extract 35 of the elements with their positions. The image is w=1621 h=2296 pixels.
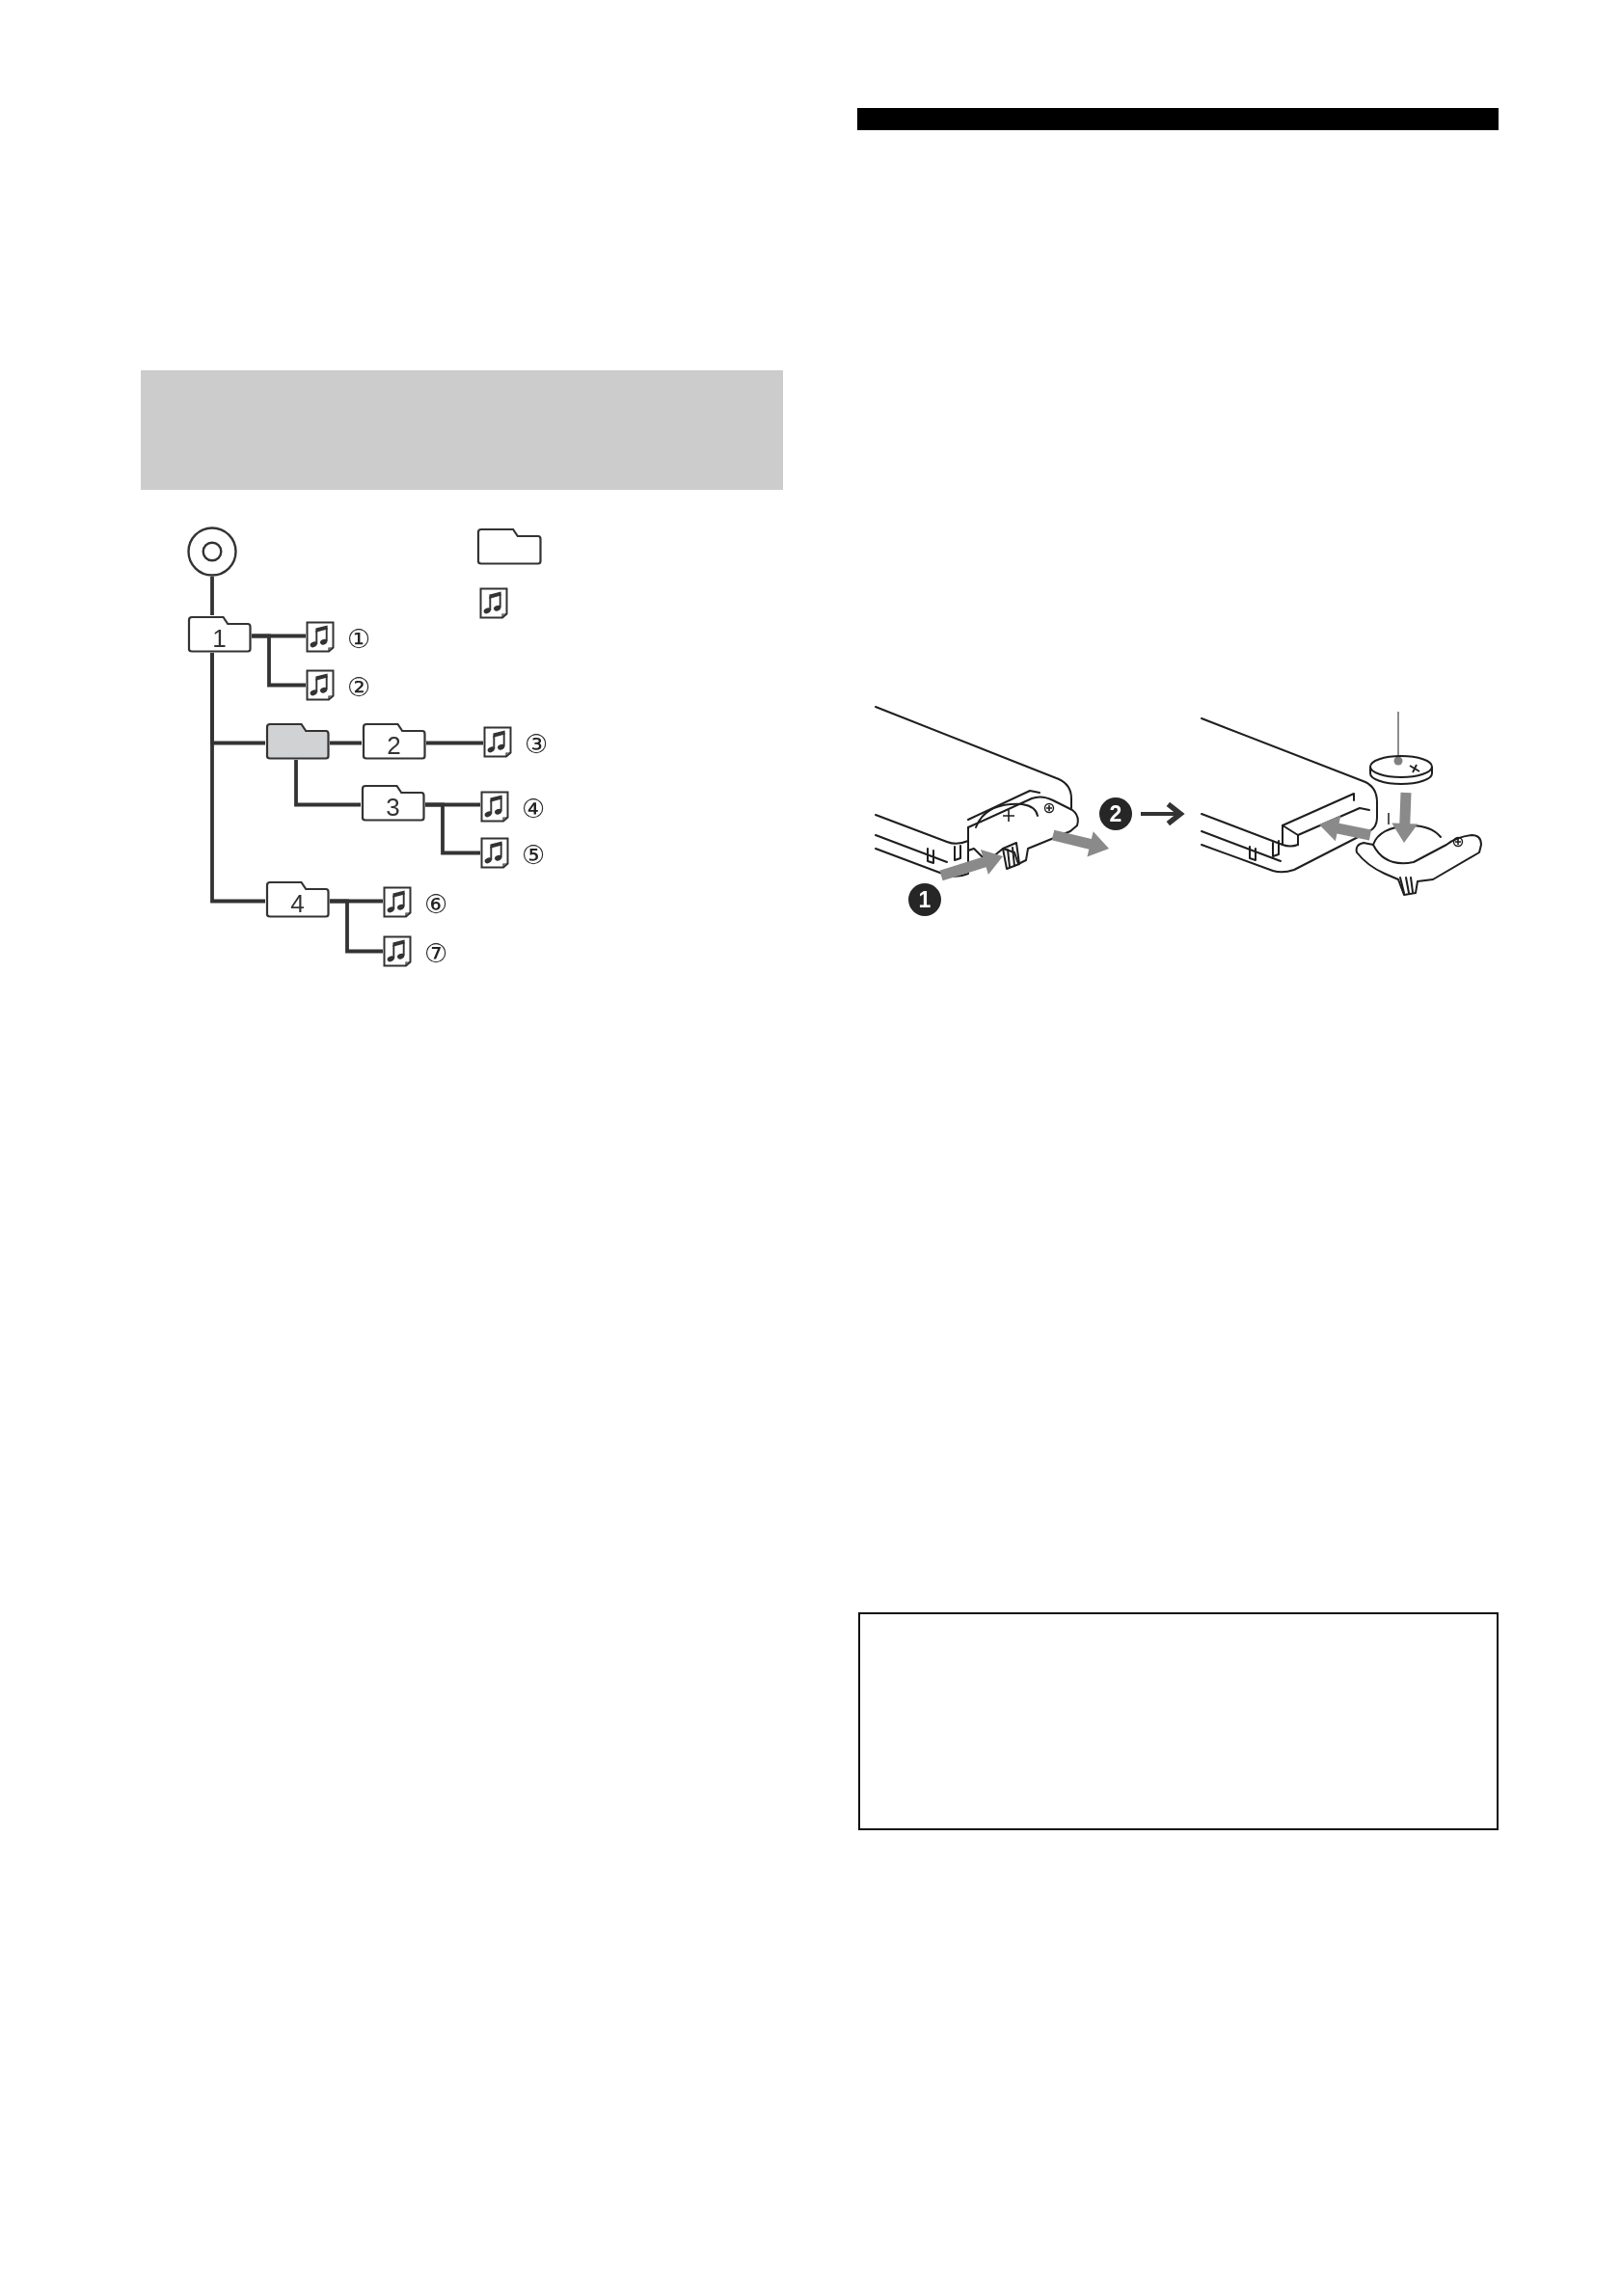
connector-line	[330, 899, 383, 954]
music-file-icon	[383, 935, 412, 967]
music-file-icon	[306, 621, 335, 653]
music-file-icon	[479, 587, 508, 619]
connector-line	[330, 741, 362, 745]
music-file-icon	[480, 791, 509, 823]
callout-number: ⑥	[423, 890, 448, 916]
connector-line	[210, 577, 214, 615]
music-file-icon	[480, 837, 509, 869]
leader-line	[1393, 711, 1403, 766]
disc-icon	[187, 527, 237, 577]
coin-battery	[1369, 755, 1433, 785]
callout-number: ①	[346, 625, 371, 651]
connector-line	[294, 760, 361, 807]
music-file-icon	[383, 886, 412, 918]
folder-icon	[265, 722, 330, 760]
connector-line	[252, 634, 306, 688]
connector-line	[426, 741, 483, 745]
callout-number: ②	[346, 673, 371, 699]
connector-line	[425, 802, 480, 855]
folder-icon	[476, 527, 542, 565]
step-number: 2	[1099, 797, 1132, 830]
step-number: 1	[908, 883, 941, 916]
folder: 4	[265, 880, 330, 918]
callout-number: ④	[521, 795, 546, 821]
folder: 2	[362, 722, 426, 760]
callout-number: ⑦	[423, 939, 448, 965]
connector-line	[210, 653, 265, 904]
folder: 1	[187, 615, 252, 653]
callout-number: ⑤	[521, 841, 546, 867]
callout-number: ③	[524, 730, 549, 756]
music-file-icon	[483, 726, 512, 758]
music-file-icon	[306, 669, 335, 701]
folder: 3	[361, 784, 425, 822]
arrow	[1141, 801, 1183, 826]
